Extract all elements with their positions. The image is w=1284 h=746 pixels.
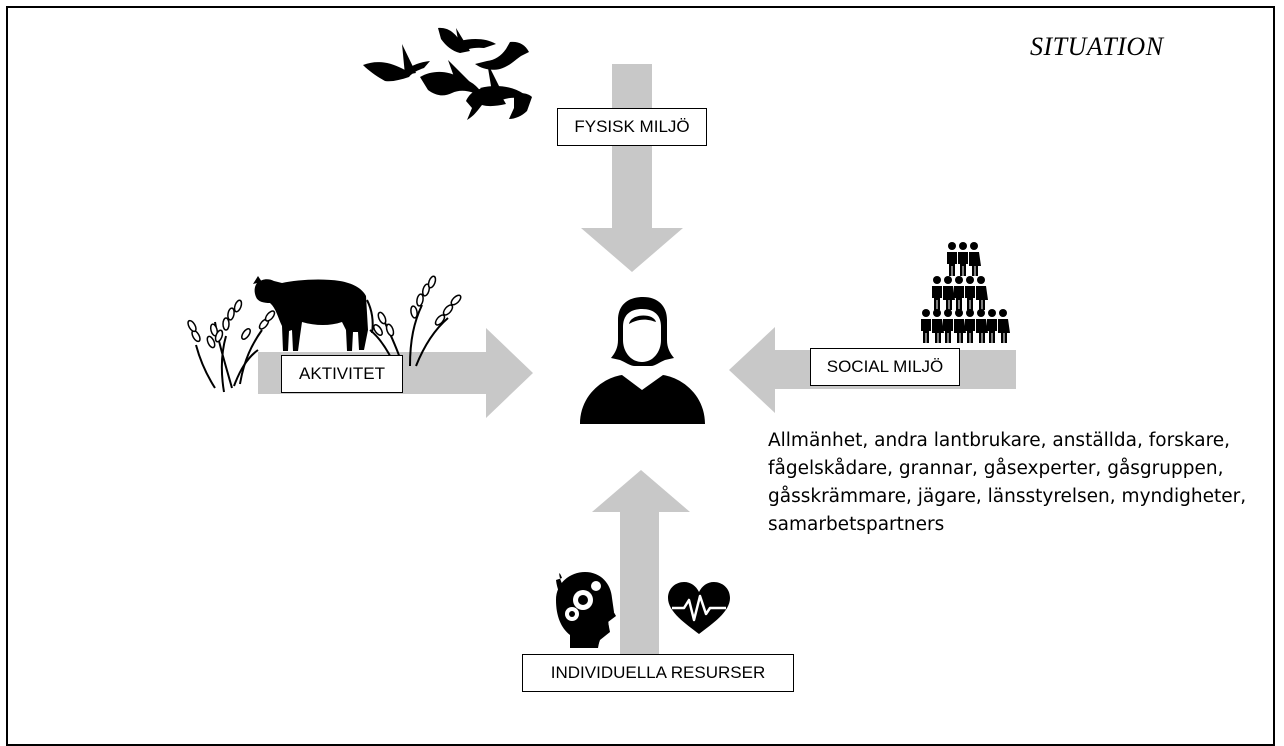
diagram-title: SITUATION [1030, 32, 1164, 61]
label-social-environment: SOCIAL MILJÖ [810, 348, 960, 386]
arrow-resources [592, 470, 690, 674]
arrow-physical [581, 64, 683, 272]
label-physical-environment: FYSISK MILJÖ [557, 108, 707, 146]
wheat-grains-left [187, 299, 276, 349]
head-gears-icon [556, 572, 616, 648]
label-activity: AKTIVITET [281, 355, 403, 393]
geese-flock-icon [363, 27, 532, 120]
cow-icon [253, 276, 374, 351]
person-icon [580, 297, 705, 424]
people-group-icon [921, 242, 1010, 343]
wheat-grains-right [373, 275, 462, 337]
wheat-icon [195, 321, 263, 393]
label-individual-resources: INDIVIDUELLA RESURSER [522, 654, 794, 692]
heart-pulse-icon [668, 582, 730, 634]
social-actors-list: Allmänhet, andra lantbrukare, anställda,… [768, 430, 1247, 535]
